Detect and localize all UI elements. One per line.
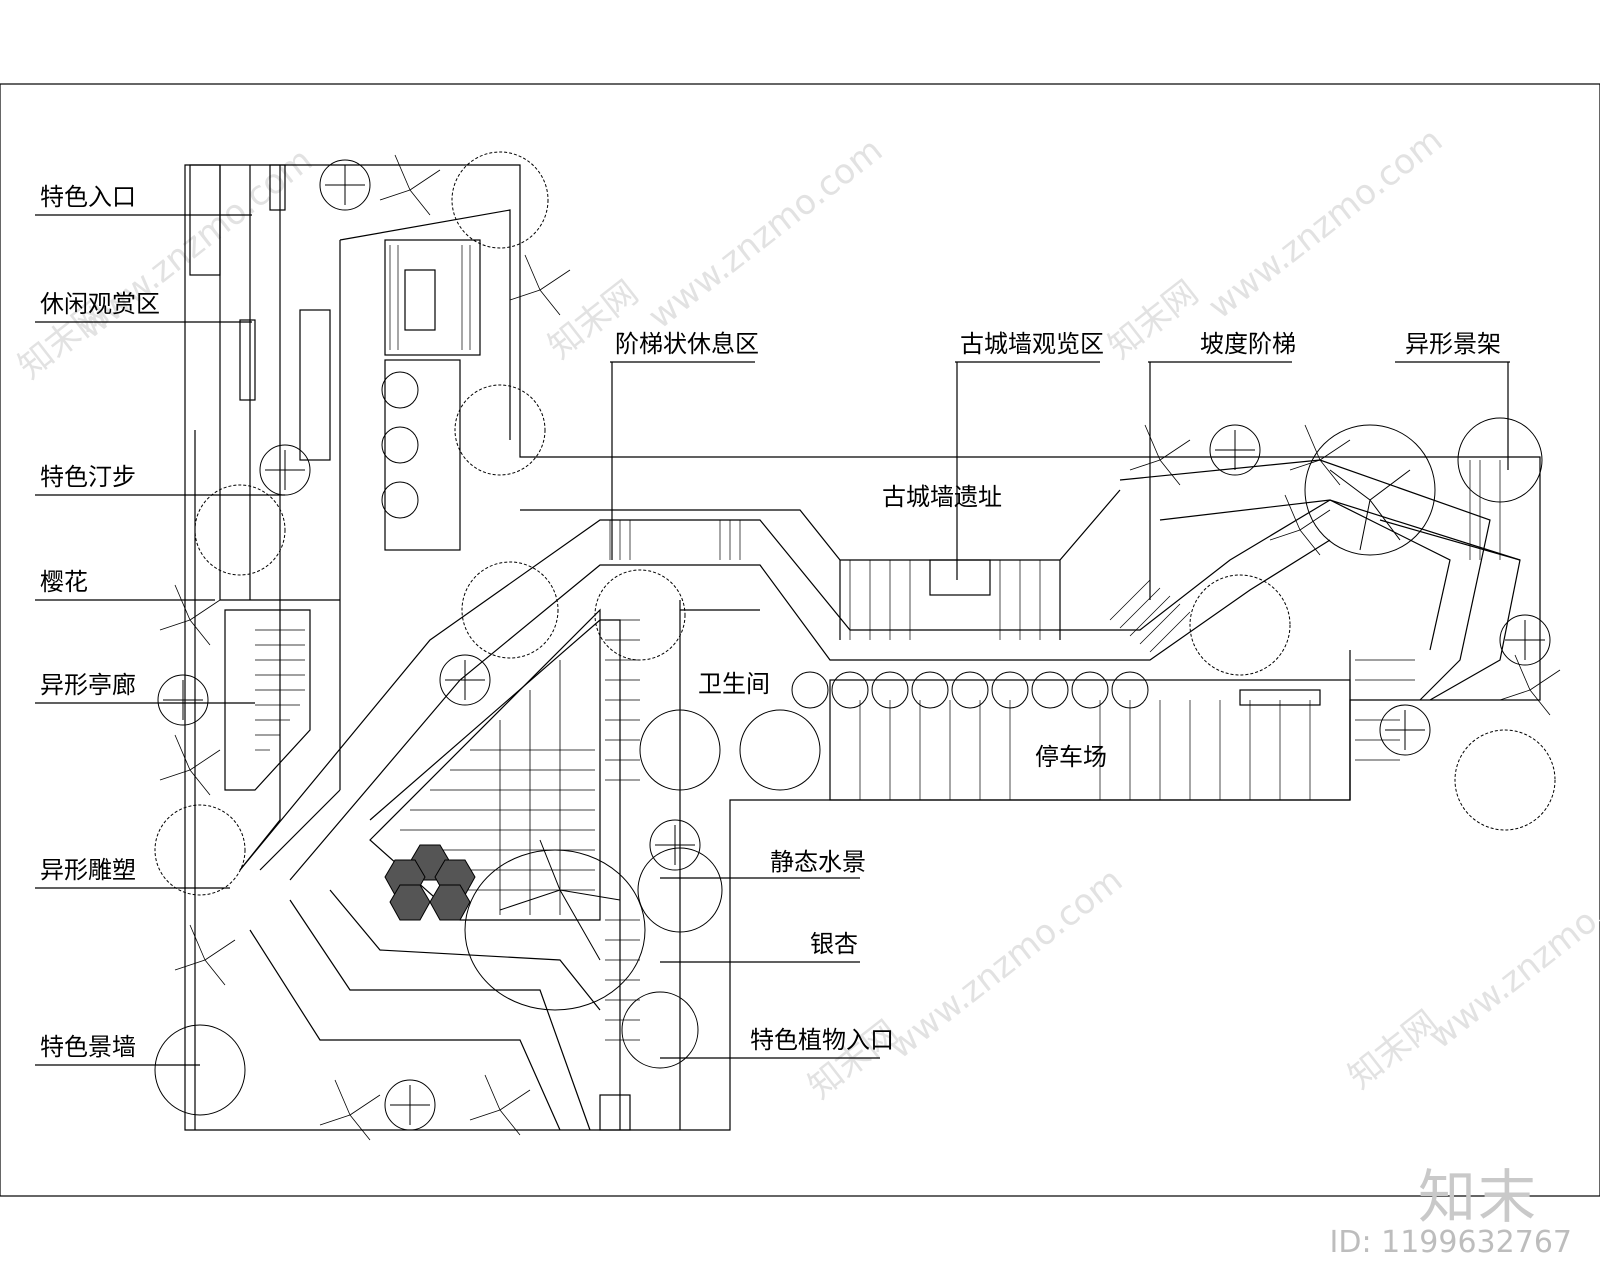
inner-labels: 古城墙遗址 卫生间 停车场 [698,483,1107,771]
label-feature-plant-entrance: 特色植物入口 [750,1026,894,1054]
water-feature [384,844,476,921]
label-ginkgo: 银杏 [810,930,858,958]
label-parking: 停车场 [1035,743,1107,771]
label-restroom: 卫生间 [698,670,770,698]
label-shaped-landscape-frame: 异形景架 [1405,330,1501,358]
top-labels: 阶梯状休息区 古城墙观览区 坡度阶梯 异形景架 [615,330,1501,358]
palm-shrubs [159,154,1561,1141]
left-labels: 特色入口 休闲观赏区 特色汀步 樱花 异形亭廊 异形雕塑 特色景墙 [40,183,160,1061]
site-outline [184,164,1541,1131]
label-leisure-viewing-area: 休闲观赏区 [40,290,160,318]
label-cherry-blossom: 樱花 [40,568,88,596]
paving-pattern [400,660,595,915]
label-feature-stepping-stones: 特色汀步 [40,463,136,491]
label-shaped-pavilion: 异形亭廊 [40,671,136,699]
hedge-row [381,371,1149,709]
svg-text:www.znzmo.com: www.znzmo.com [1201,120,1450,327]
label-still-water-feature: 静态水景 [770,848,866,876]
large-trees [154,417,1543,1116]
svg-text:www.znzmo.com: www.znzmo.com [881,860,1130,1067]
label-feature-entrance: 特色入口 [40,183,136,211]
watermark-diagonal: 知末网 www.znzmo.com 知末网 www.znzmo.com 知末网 … [11,120,1600,1107]
label-feature-wall: 特色景墙 [40,1033,136,1061]
watermark-logo: 知末 [1417,1163,1538,1231]
watermark-id: ID: 1199632767 [1329,1225,1572,1260]
svg-text:知末网: 知末网 [1101,273,1206,367]
label-stepped-rest-area: 阶梯状休息区 [615,330,759,358]
label-ancient-wall-ruins: 古城墙遗址 [882,483,1002,511]
label-shaped-sculpture: 异形雕塑 [40,856,136,884]
leader-lines [35,214,1510,1066]
svg-text:知末网: 知末网 [1341,1003,1446,1097]
stair-hatching [255,245,1501,1041]
flower-shrubs [157,159,1551,1131]
svg-text:www.znzmo.com: www.znzmo.com [1421,850,1600,1057]
tree-canopies [154,151,1556,896]
label-city-wall-viewing-area: 古城墙观览区 [960,330,1104,358]
label-slope-stairs: 坡度阶梯 [1200,330,1296,358]
right-labels: 静态水景 银杏 特色植物入口 [750,848,894,1054]
svg-text:www.znzmo.com: www.znzmo.com [641,130,890,337]
drawing-frame [0,83,1600,1197]
